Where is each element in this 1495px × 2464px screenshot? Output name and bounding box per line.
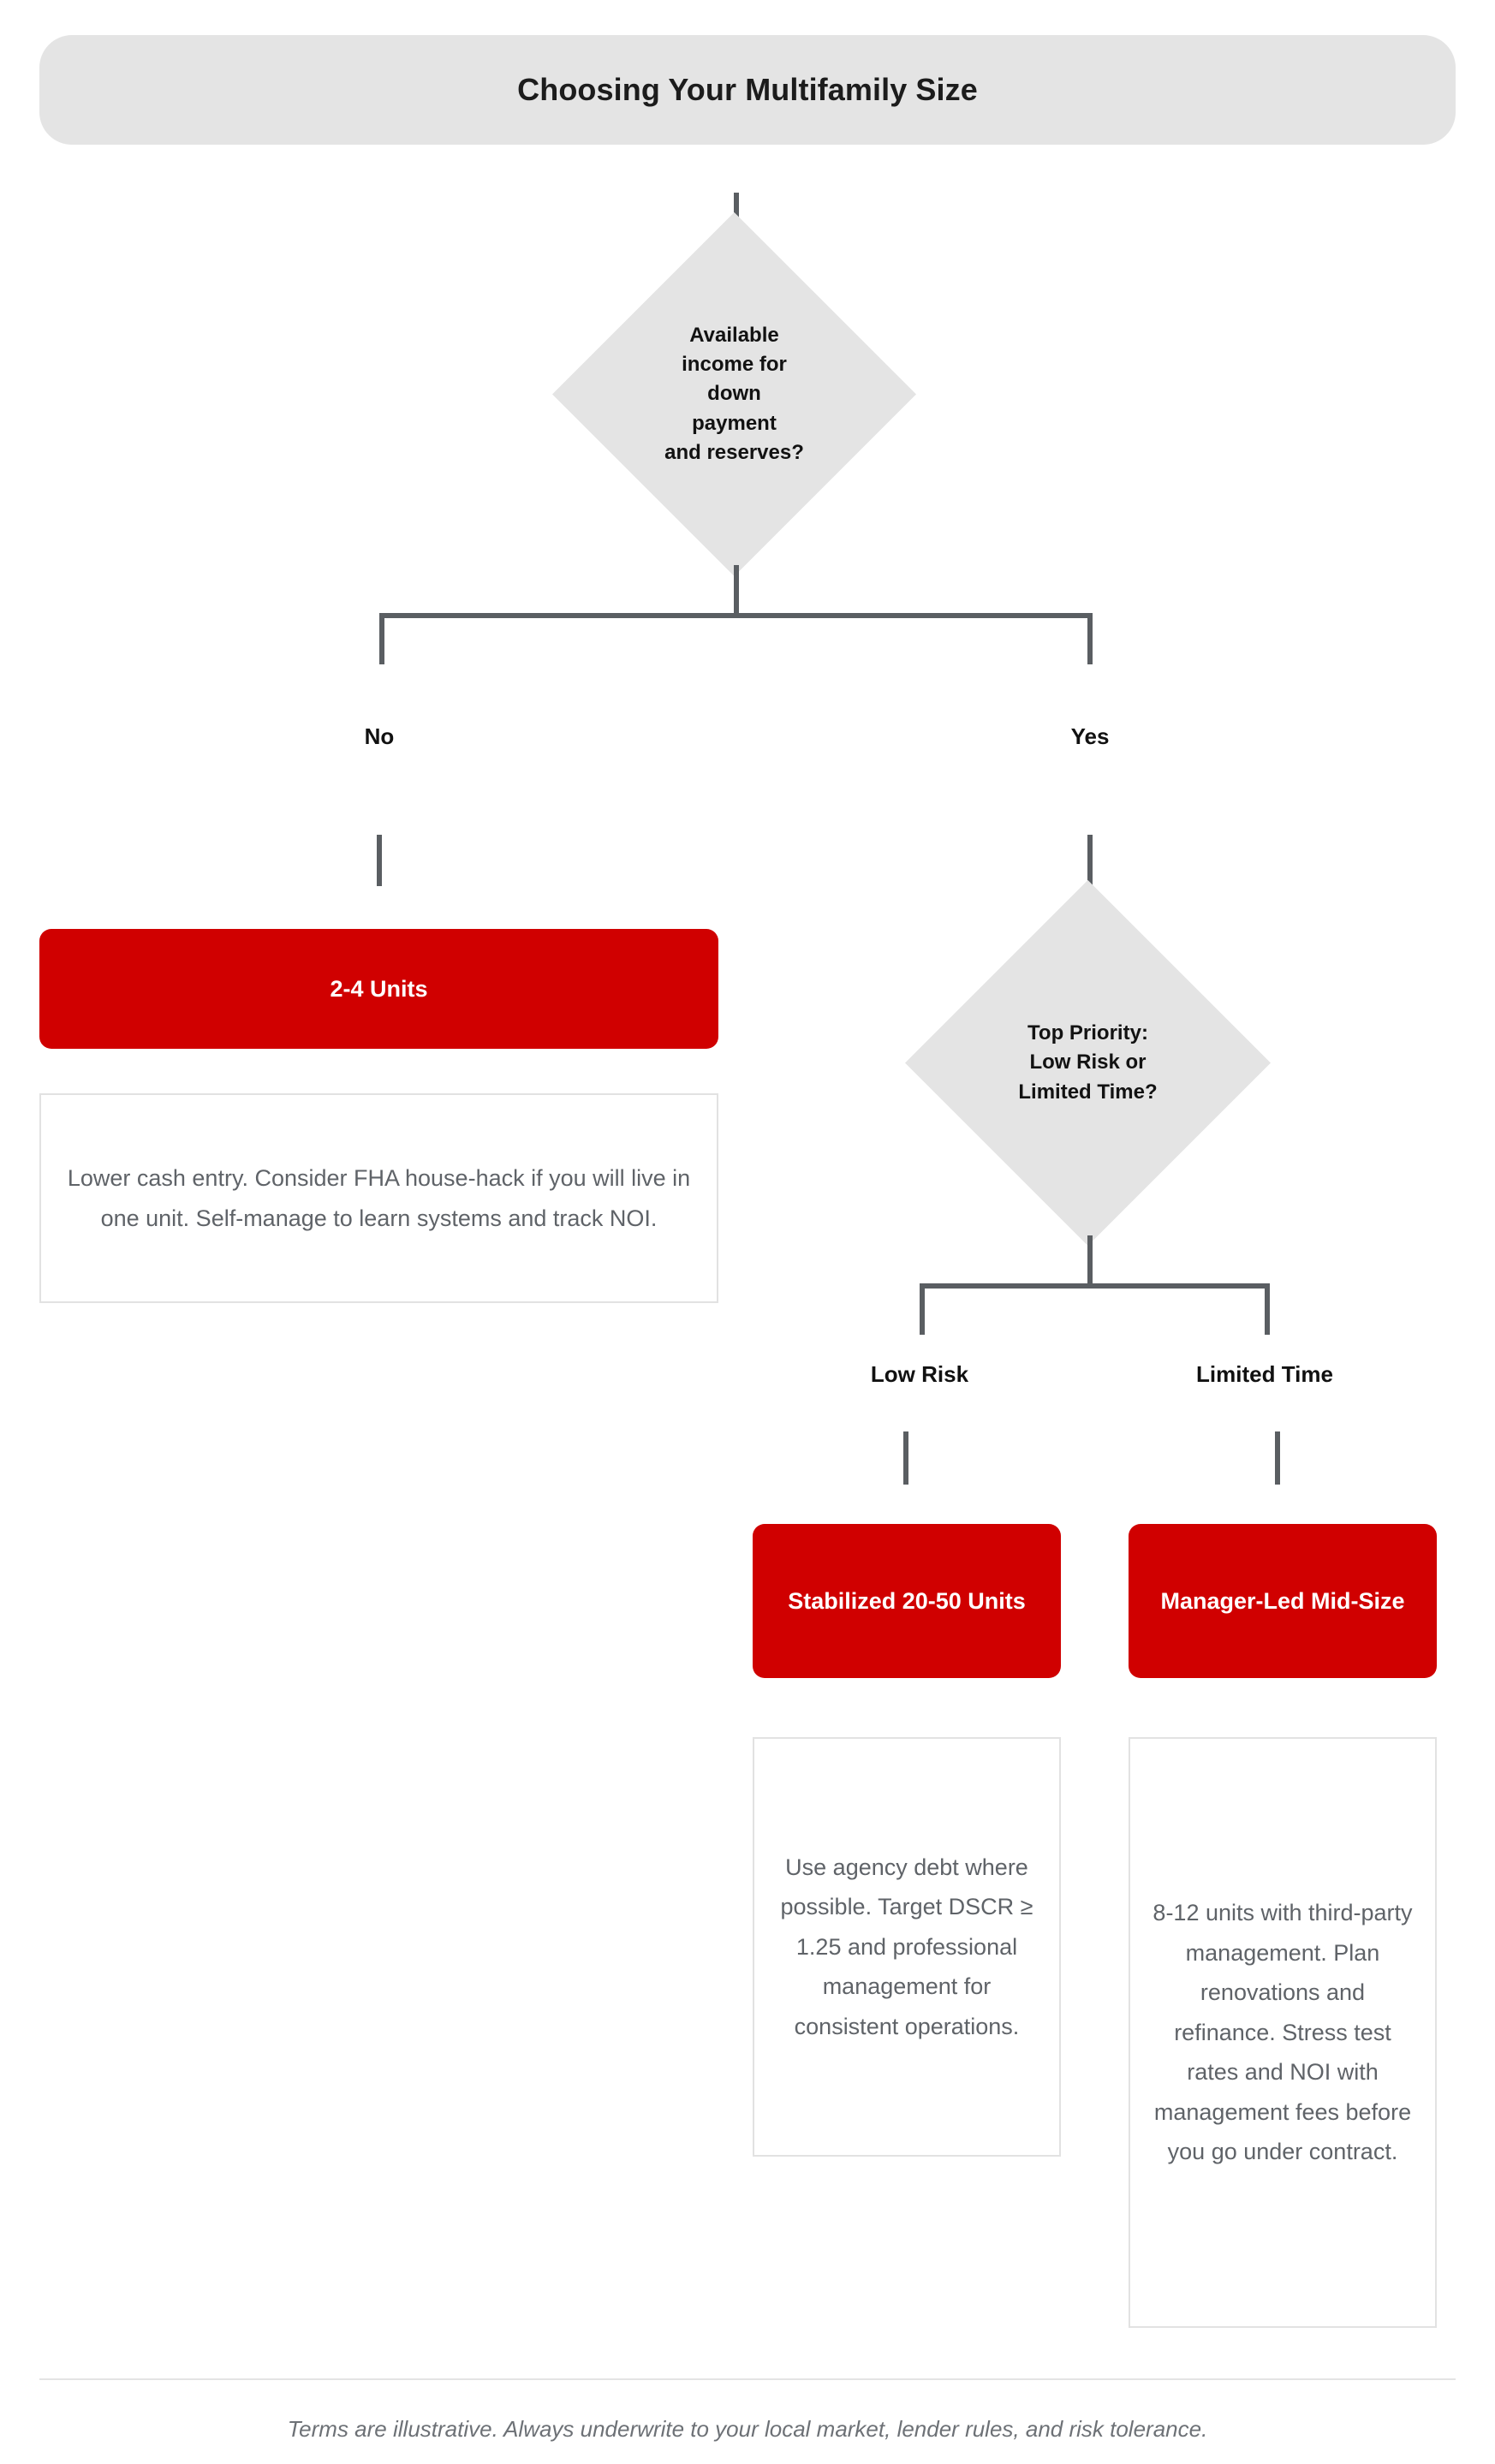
decision-node-down-payment-label: Available income for down payment and re… [664, 324, 804, 464]
branch-label-yes: Yes [1070, 723, 1110, 749]
decision-node-down-payment[interactable]: Available income for down payment and re… [552, 212, 916, 576]
outcome-label-stabilized-20-50-units: Stabilized 20-50 Units [788, 1587, 1026, 1614]
connector-decision2-stem [1087, 1235, 1093, 1283]
note-box-manager-led-mid-size: 8-12 units with third-party management. … [1129, 1737, 1437, 2328]
connector-decision1-left-drop [379, 613, 384, 664]
footer-divider [39, 2378, 1456, 2380]
connector-yes-to-decision2 [1087, 835, 1093, 886]
note-text-manager-led-mid-size: 8-12 units with third-party management. … [1153, 1900, 1413, 2165]
connector-decision1-right-drop [1087, 613, 1093, 664]
connector-decision2-right-drop [1265, 1283, 1270, 1335]
outcome-label-two-to-four-units: 2-4 Units [330, 975, 428, 1002]
connector-limited-time-to-outcome3 [1275, 1431, 1280, 1485]
note-text-stabilized-20-50-units: Use agency debt where possible. Target D… [780, 1854, 1033, 2039]
connector-low-risk-to-outcome2 [903, 1431, 908, 1485]
branch-label-low-risk: Low Risk [870, 1361, 969, 1387]
connector-decision2-left-drop [920, 1283, 925, 1335]
outcome-label-manager-led-mid-size: Manager-Led Mid-Size [1160, 1587, 1405, 1614]
connector-decision2-crossbar [920, 1283, 1270, 1289]
footer-disclaimer: Terms are illustrative. Always underwrit… [287, 2416, 1208, 2442]
page-title: Choosing Your Multifamily Size [517, 72, 978, 107]
branch-label-no: No [364, 723, 395, 749]
note-box-two-to-four-units: Lower cash entry. Consider FHA house-hac… [39, 1093, 718, 1303]
outcome-box-manager-led-mid-size[interactable]: Manager-Led Mid-Size [1129, 1524, 1437, 1678]
page-header-bar: Choosing Your Multifamily Size [39, 35, 1456, 145]
connector-header-to-decision1 [734, 193, 739, 234]
note-text-two-to-four-units: Lower cash entry. Consider FHA house-hac… [67, 1165, 691, 1231]
branch-label-limited-time: Limited Time [1196, 1361, 1333, 1387]
decision-node-top-priority[interactable]: Top Priority: Low Risk or Limited Time? [905, 880, 1271, 1246]
connector-decision1-crossbar [379, 613, 1093, 618]
connector-decision1-stem [734, 565, 739, 613]
decision-node-top-priority-label: Top Priority: Low Risk or Limited Time? [1018, 1021, 1158, 1104]
outcome-box-stabilized-20-50-units[interactable]: Stabilized 20-50 Units [753, 1524, 1061, 1678]
note-box-stabilized-20-50-units: Use agency debt where possible. Target D… [753, 1737, 1061, 2157]
connector-no-to-outcome1 [377, 835, 382, 886]
outcome-box-two-to-four-units[interactable]: 2-4 Units [39, 929, 718, 1049]
